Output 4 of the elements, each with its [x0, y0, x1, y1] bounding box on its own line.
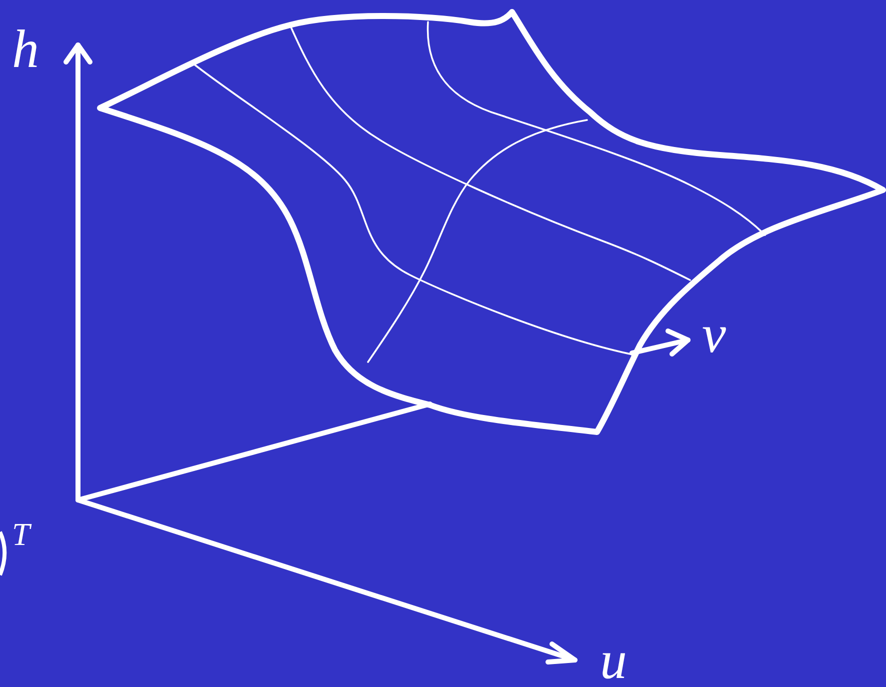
axis-label: v: [702, 307, 726, 361]
superscript-label: T: [12, 518, 30, 550]
axis-label: u: [600, 633, 627, 687]
axis-label: h: [12, 22, 39, 76]
